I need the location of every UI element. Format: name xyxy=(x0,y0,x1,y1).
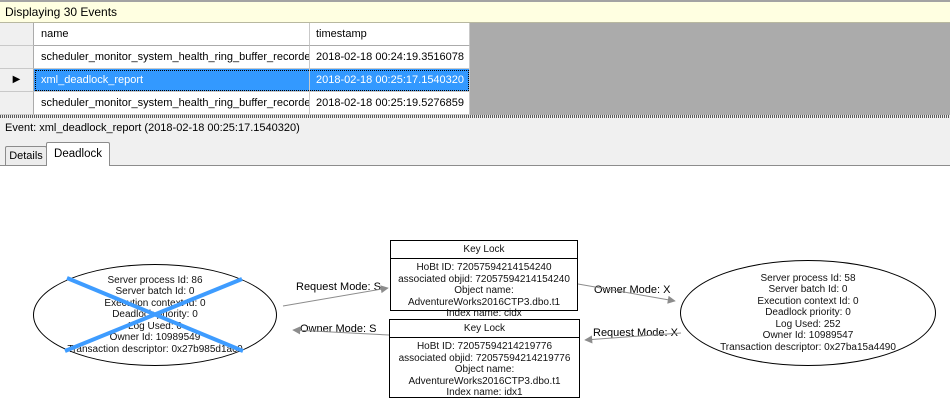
edge-label-request-x: Request Mode: X xyxy=(593,327,678,339)
resource-body: HoBt ID: 72057594214154240 associated ob… xyxy=(391,259,577,320)
tab-details[interactable]: Details xyxy=(5,146,47,165)
process-line: Execution context Id: 0 xyxy=(757,295,859,307)
process-line: Deadlock priority: 0 xyxy=(765,307,851,319)
process-node-text: Server process Id: 58 Server batch Id: 0… xyxy=(720,273,896,354)
deadlock-graph-panel: Server process Id: 86 Server batch Id: 0… xyxy=(0,165,950,400)
table-row[interactable]: scheduler_monitor_system_health_ring_buf… xyxy=(0,46,470,69)
resource-title: Key Lock xyxy=(391,241,577,259)
row-header-cell[interactable]: ▶ xyxy=(0,69,34,92)
events-grid: name timestamp scheduler_monitor_system_… xyxy=(0,23,950,115)
process-line: Execution context Id: 0 xyxy=(104,297,206,309)
row-header-cell[interactable] xyxy=(0,46,34,69)
cell-name[interactable]: scheduler_monitor_system_health_ring_buf… xyxy=(34,92,310,115)
resource-node-keylock-bottom[interactable]: Key Lock HoBt ID: 72057594214219776 asso… xyxy=(389,319,580,398)
column-header-name[interactable]: name xyxy=(34,23,310,46)
resource-body: HoBt ID: 72057594214219776 associated ob… xyxy=(390,338,579,399)
events-grid-table: name timestamp scheduler_monitor_system_… xyxy=(0,23,470,115)
events-count-header: Displaying 30 Events xyxy=(0,2,950,23)
process-node-victim[interactable]: Server process Id: 86 Server batch Id: 0… xyxy=(33,264,277,366)
selected-event-bar: Event: xml_deadlock_report (2018-02-18 0… xyxy=(0,118,950,139)
resource-line: associated objid: 72057594214219776 xyxy=(398,352,571,364)
grid-corner-cell xyxy=(0,23,34,46)
column-header-timestamp[interactable]: timestamp xyxy=(310,23,470,46)
resource-line: Index name: cidx xyxy=(446,308,522,319)
table-row[interactable]: scheduler_monitor_system_health_ring_buf… xyxy=(0,92,470,115)
cell-timestamp[interactable]: 2018-02-18 00:25:17.1540320 xyxy=(310,69,470,92)
resource-line: Object name: AdventureWorks2016CTP3.dbo.… xyxy=(408,364,561,387)
process-line: Server batch Id: 0 xyxy=(115,286,195,298)
resource-line: HoBt ID: 72057594214219776 xyxy=(416,341,553,352)
edge-label-request-s: Request Mode: S xyxy=(296,281,381,293)
detail-tabstrip: Details Deadlock xyxy=(0,139,950,166)
process-line: Server process Id: 86 xyxy=(107,274,203,286)
resource-line: Index name: idx1 xyxy=(446,387,523,398)
tab-deadlock[interactable]: Deadlock xyxy=(46,142,110,166)
resource-line: Object name: AdventureWorks2016CTP3.dbo.… xyxy=(407,285,561,308)
row-header-cell[interactable] xyxy=(0,92,34,115)
top-divider xyxy=(0,0,950,2)
resource-title: Key Lock xyxy=(390,320,579,338)
resource-line: associated objid: 72057594214154240 xyxy=(398,273,570,285)
cell-name[interactable]: xml_deadlock_report xyxy=(34,69,310,92)
selected-event-label: Event: xml_deadlock_report (2018-02-18 0… xyxy=(5,122,300,134)
selected-row-indicator-icon: ▶ xyxy=(12,74,21,85)
process-line: Log Used: 252 xyxy=(775,318,841,330)
process-line: Server batch Id: 0 xyxy=(768,284,848,296)
process-line: Server process Id: 58 xyxy=(760,272,856,284)
table-row-selected[interactable]: ▶ xml_deadlock_report 2018-02-18 00:25:1… xyxy=(0,69,470,92)
cell-timestamp[interactable]: 2018-02-18 00:24:19.3516078 xyxy=(310,46,470,69)
process-line: Owner Id: 10989547 xyxy=(762,330,854,342)
edge-label-owner-x: Owner Mode: X xyxy=(594,284,671,296)
process-node-victim-text: Server process Id: 86 Server batch Id: 0… xyxy=(67,275,242,356)
pane-splitter[interactable] xyxy=(0,115,950,118)
process-node[interactable]: Server process Id: 58 Server batch Id: 0… xyxy=(680,260,936,366)
process-line: Owner Id: 10989549 xyxy=(109,332,201,344)
process-line: Transaction descriptor: 0x27ba15a4490 xyxy=(720,341,896,353)
cell-name[interactable]: scheduler_monitor_system_health_ring_buf… xyxy=(34,46,310,69)
process-line: Log Used: 0 xyxy=(128,320,182,332)
resource-line: HoBt ID: 72057594214154240 xyxy=(416,262,552,273)
process-line: Transaction descriptor: 0x27b985d1ac0 xyxy=(67,343,243,355)
resource-node-keylock-top[interactable]: Key Lock HoBt ID: 72057594214154240 asso… xyxy=(390,240,578,319)
process-line: Deadlock priority: 0 xyxy=(112,309,198,321)
events-count-label: Displaying 30 Events xyxy=(5,5,118,19)
grid-header-row: name timestamp xyxy=(0,23,470,46)
cell-timestamp[interactable]: 2018-02-18 00:25:19.5276859 xyxy=(310,92,470,115)
edge-label-owner-s: Owner Mode: S xyxy=(300,323,377,335)
